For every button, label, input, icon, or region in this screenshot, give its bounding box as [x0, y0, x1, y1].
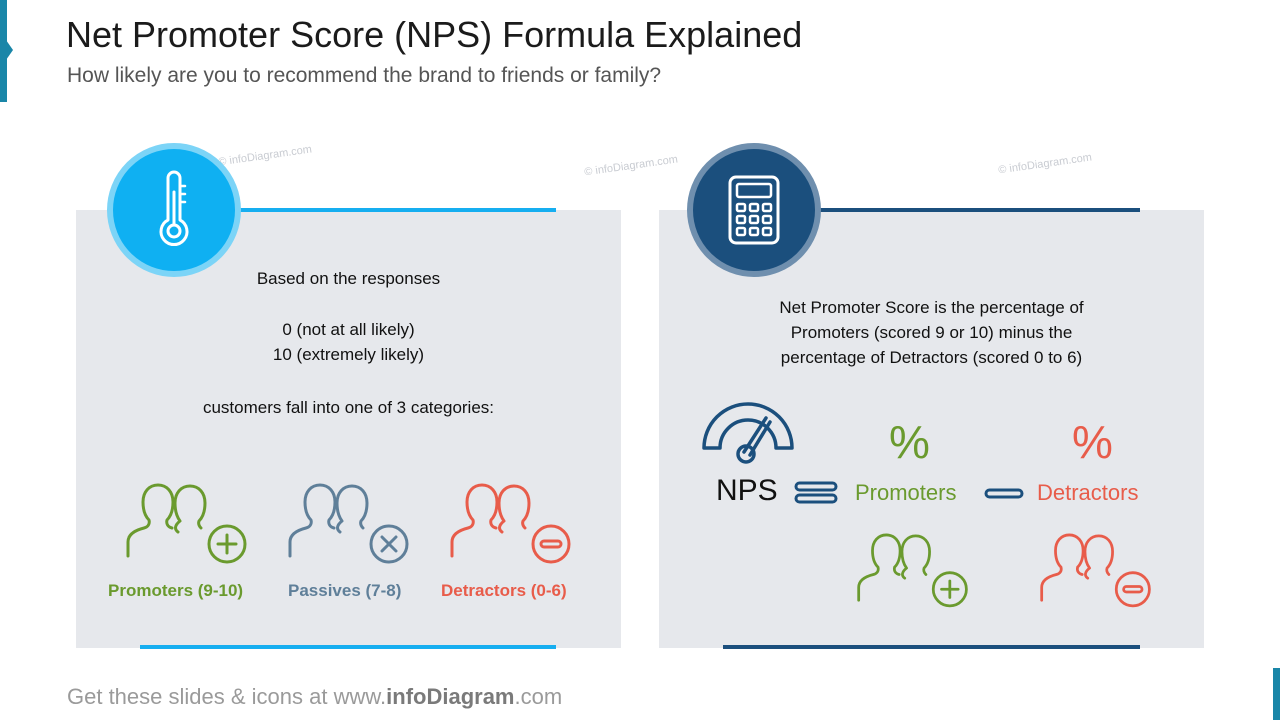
footer-suffix: .com — [514, 684, 563, 709]
watermark: © infoDiagram.com — [583, 153, 679, 179]
users-minus-icon — [450, 483, 571, 564]
nps-definition-line-2: Promoters (scored 9 or 10) minus the — [790, 323, 1073, 342]
thermometer-badge — [107, 143, 241, 277]
users-x-icon — [288, 483, 409, 564]
bottom-right-accent — [1273, 668, 1280, 720]
calculator-icon — [728, 175, 780, 245]
equals-icon — [794, 481, 838, 504]
detractors-formula-label: Detractors — [1037, 480, 1139, 505]
nps-label: NPS — [716, 474, 778, 507]
gauge-icon — [702, 402, 794, 464]
passives-category-label: Passives (7-8) — [288, 581, 402, 600]
left-panel-bottom-line — [140, 645, 556, 649]
left-edge-notch — [6, 40, 13, 60]
users-plus-icon — [857, 533, 968, 608]
detractors-percent-sign: % — [1072, 416, 1113, 468]
scale-low: 0 (not at all likely) — [282, 320, 415, 339]
right-panel-bottom-line — [723, 645, 1140, 649]
responses-intro: Based on the responses — [256, 269, 441, 288]
promoters-category-label: Promoters (9-10) — [108, 581, 244, 600]
scale-high: 10 (extremely likely) — [272, 345, 425, 364]
users-minus-icon — [1040, 533, 1151, 608]
promoters-percent-sign: % — [889, 416, 930, 468]
categories-intro: customers fall into one of 3 categories: — [202, 398, 495, 417]
watermark: © infoDiagram.com — [217, 143, 313, 169]
right-panel — [659, 210, 1204, 648]
thermometer-icon — [159, 170, 189, 247]
detractors-category-label: Detractors (0-6) — [441, 581, 567, 600]
footer-prefix: Get these slides & icons at www. — [67, 684, 387, 709]
nps-definition-line-3: percentage of Detractors (scored 0 to 6) — [780, 348, 1083, 367]
footer-credit: Get these slides & icons at www.infoDiag… — [67, 684, 562, 710]
promoters-formula-label: Promoters — [855, 480, 957, 505]
minus-icon — [984, 488, 1024, 499]
left-panel — [76, 210, 621, 648]
nps-definition-line-1: Net Promoter Score is the percentage of — [779, 298, 1084, 317]
footer-brand: infoDiagram — [386, 684, 515, 709]
slide-subtitle: How likely are you to recommend the bran… — [67, 64, 662, 87]
watermark: © infoDiagram.com — [997, 151, 1093, 177]
left-edge-accent — [0, 0, 7, 102]
slide-title: Net Promoter Score (NPS) Formula Explain… — [66, 14, 803, 55]
users-plus-icon — [126, 483, 247, 564]
right-panel-top-line — [820, 208, 1140, 212]
calculator-badge — [687, 143, 821, 277]
left-panel-top-line — [238, 208, 556, 212]
